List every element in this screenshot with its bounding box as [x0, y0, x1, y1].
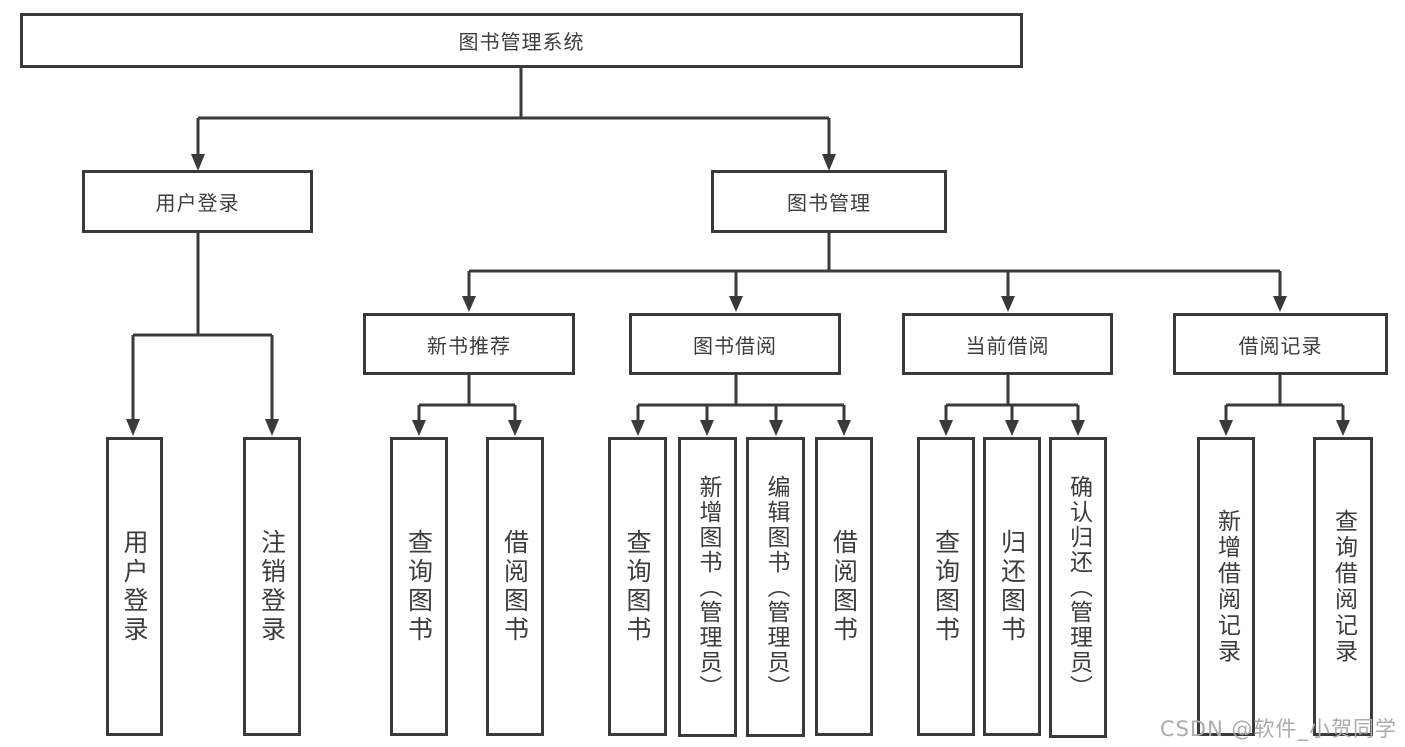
node-current-borrowing: 当前借阅	[902, 313, 1113, 375]
node-query-books-current: 查询图书	[917, 437, 975, 736]
connector-root-to-level2	[191, 68, 836, 171]
connector-current-children	[939, 375, 1085, 436]
connector-book-management-children	[462, 233, 1287, 312]
connector-borrowing-children	[631, 375, 851, 436]
node-add-borrow-record: 新增借阅记录	[1197, 437, 1255, 736]
connector-new-book-children	[412, 375, 522, 436]
node-book-management: 图书管理	[711, 170, 947, 233]
connector-records-children	[1219, 375, 1350, 436]
node-query-books-borrowing: 查询图书	[608, 437, 667, 736]
node-borrow-records: 借阅记录	[1173, 313, 1388, 375]
node-user-login-leaf: 用户登录	[106, 437, 163, 736]
csdn-watermark: CSDN @软件_小贺同学	[1159, 717, 1397, 741]
node-add-books-admin: 新增图书（管理员）	[678, 437, 737, 737]
node-confirm-return-admin: 确认归还（管理员）	[1049, 437, 1107, 738]
node-borrow-books-borrowing: 借阅图书	[815, 437, 873, 736]
node-book-borrowing: 图书借阅	[629, 313, 841, 375]
node-library-management-system: 图书管理系统	[20, 13, 1023, 68]
connector-user-login-children	[126, 233, 279, 436]
node-query-borrow-record: 查询借阅记录	[1313, 437, 1373, 736]
node-new-book-recommend: 新书推荐	[363, 313, 575, 375]
node-user-login: 用户登录	[82, 170, 313, 233]
node-borrow-books-recommend: 借阅图书	[486, 437, 544, 736]
node-query-books-recommend: 查询图书	[390, 437, 448, 736]
node-return-books: 归还图书	[983, 437, 1041, 736]
node-edit-books-admin: 编辑图书（管理员）	[746, 437, 805, 737]
node-logout: 注销登录	[243, 437, 301, 736]
